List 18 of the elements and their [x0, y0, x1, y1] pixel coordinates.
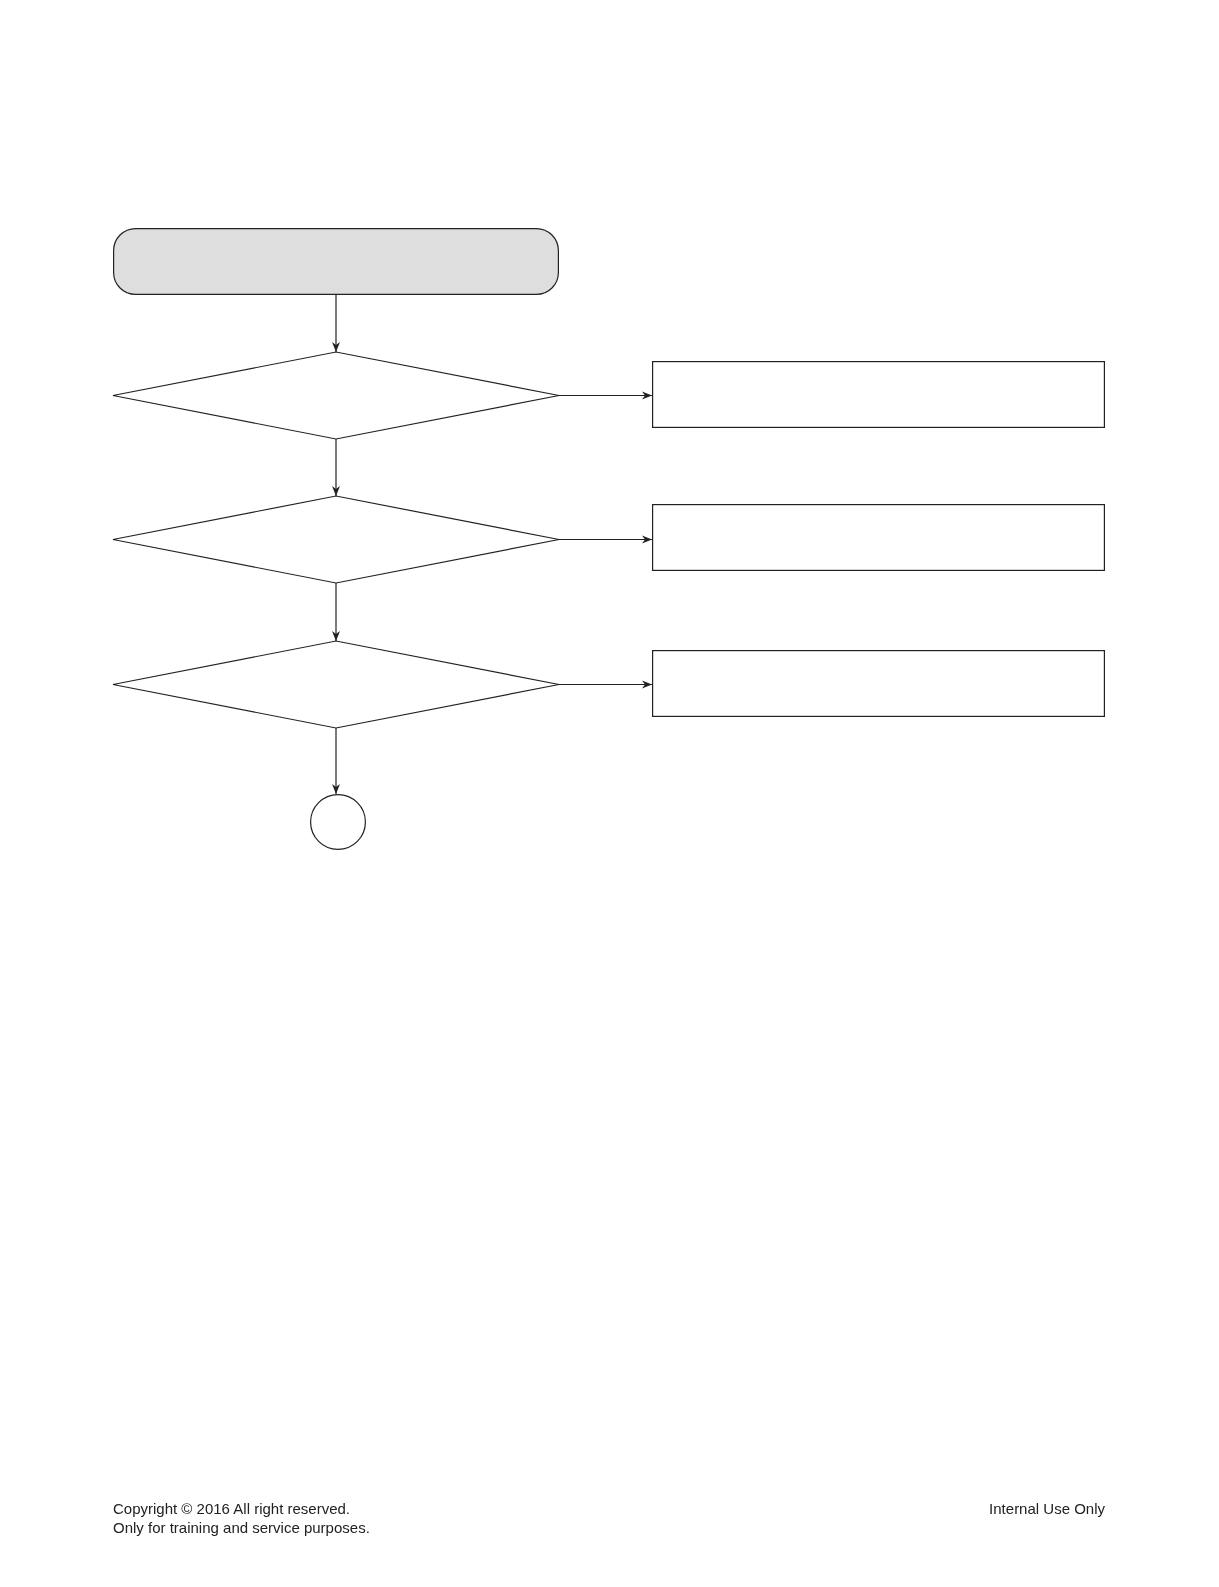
arrow	[558, 535, 653, 544]
terminal-box	[113, 228, 559, 295]
arrow	[558, 680, 653, 689]
footer-text: Copyright © 2016 All right reserved.	[113, 1500, 350, 1517]
footer-text: Only for training and service purposes.	[113, 1519, 370, 1536]
arrow	[558, 391, 653, 400]
connector-circle	[310, 794, 366, 850]
process-box	[652, 504, 1105, 571]
process-box	[652, 650, 1105, 717]
decision-diamond	[113, 352, 559, 439]
arrow	[332, 582, 340, 642]
decision-diamond	[113, 496, 559, 583]
decision-diamond	[113, 641, 559, 728]
footer-text: Internal Use Only	[989, 1500, 1105, 1517]
process-box	[652, 361, 1105, 428]
arrow	[332, 727, 340, 795]
arrow	[332, 438, 340, 497]
arrow	[332, 294, 340, 353]
